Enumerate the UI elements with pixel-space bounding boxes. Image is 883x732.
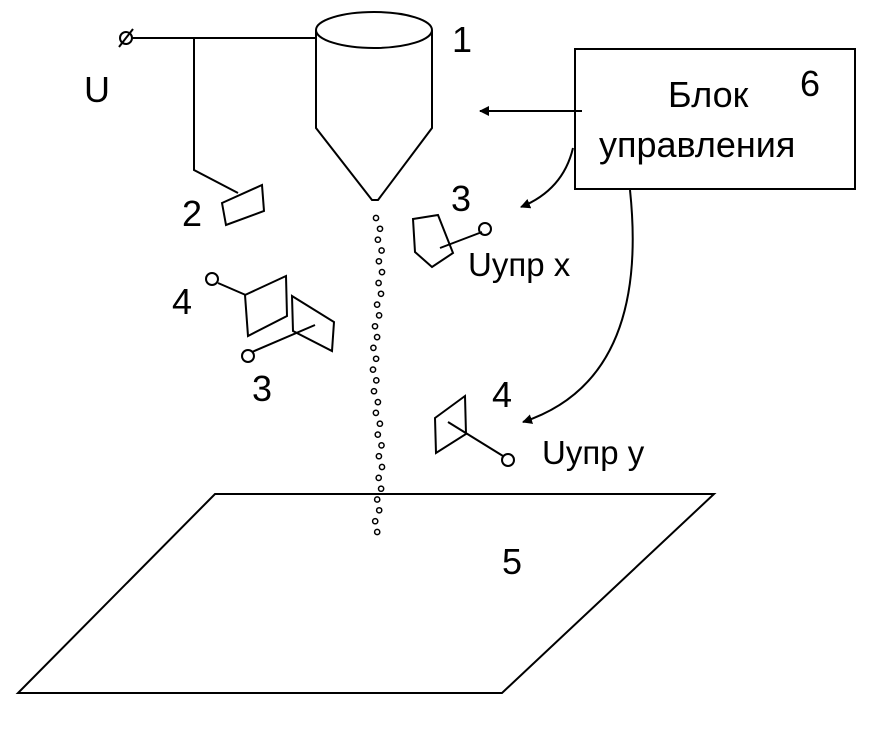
nozzle-top [315,11,433,49]
label-2: 2 [182,193,202,234]
label-5: 5 [502,541,522,582]
control-block-line1: Блок [668,74,749,115]
droplet [373,333,381,341]
control-voltage-y-label: Uупр y [542,434,645,471]
droplet [374,431,382,438]
droplet [378,442,385,449]
nozzle-body [315,30,433,201]
droplet [372,377,380,384]
droplet [378,247,385,254]
droplet [370,344,377,352]
electrode-wire [193,38,239,194]
droplet [375,257,383,265]
deflector-y-right [433,394,515,467]
arrow-to-deflector-y [522,189,634,424]
label-3-right: 3 [451,178,471,219]
droplet [372,355,380,363]
droplet [377,290,385,298]
electrode-plate [220,183,266,227]
droplet [375,279,382,287]
droplet [375,474,383,482]
droplet [374,236,382,244]
label-4-right: 4 [492,374,512,415]
droplet [378,463,386,471]
droplet [372,409,380,417]
droplet [374,398,382,406]
deflector-y-left [205,272,289,338]
nozzle [315,11,433,201]
droplet [375,312,383,319]
droplet [371,322,379,330]
voltage-supply [118,28,316,194]
droplet [373,496,381,503]
droplet [373,301,381,308]
control-block-line2: управления [599,124,795,165]
droplet [375,506,383,514]
droplet [371,517,379,525]
label-6: 6 [800,63,820,104]
droplet [375,452,383,460]
terminal-slash [118,28,134,48]
droplet [373,528,381,536]
droplet [372,214,380,222]
droplet [378,268,386,276]
deflector-x-left [241,294,336,363]
label-1: 1 [452,19,472,60]
droplet [376,225,384,233]
control-voltage-x-label: Uупр x [468,246,571,283]
substrate-plate [15,493,717,694]
control-block [574,48,856,190]
droplet [377,485,385,493]
label-3-left: 3 [252,368,272,409]
deflector-x-right [411,213,492,269]
droplet [369,366,377,373]
arrow-to-deflector-x [520,147,574,209]
droplet [370,387,378,395]
voltage-label: U [84,69,110,110]
droplet [376,420,384,428]
droplet-stream [369,214,386,536]
label-4-left: 4 [172,281,192,322]
